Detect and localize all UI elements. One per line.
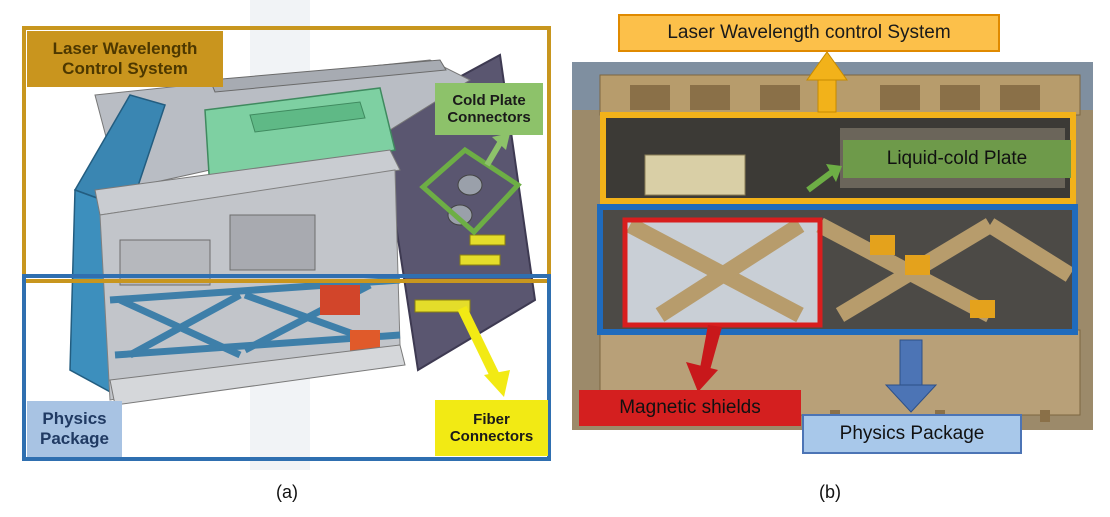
cold-plate-arrow-head xyxy=(492,133,510,150)
physics-package-label-b: Physics Package xyxy=(802,414,1022,454)
laser-arrow-head xyxy=(806,51,848,81)
top-rail xyxy=(209,59,447,93)
cold-plate-label-line2: Connectors xyxy=(447,109,531,126)
physics-package-frame-a xyxy=(22,274,551,461)
cold-plate-label-line1: Cold Plate xyxy=(452,91,526,109)
magnetic-shields-label: Magnetic shields xyxy=(579,390,801,426)
magnetic-shield-frame xyxy=(622,217,823,328)
kapton-tape xyxy=(870,235,995,318)
physics-package-frame-b xyxy=(597,204,1078,335)
cold-plate-highlight xyxy=(419,146,522,236)
liquid-arrow-line xyxy=(806,169,834,193)
electronics-box-2 xyxy=(119,239,211,286)
cold-plate-connector-hardware xyxy=(447,174,483,226)
magnetic-arrow-shaft xyxy=(700,325,722,370)
fiber-arrow-line xyxy=(457,305,502,383)
liquid-arrow-head xyxy=(826,164,842,182)
laser-control-frame-b xyxy=(600,112,1076,204)
fiber-connectors-label: Fiber Connectors xyxy=(435,400,548,456)
physics-arrow-head xyxy=(884,384,938,413)
cold-plate-label: Cold Plate Connectors xyxy=(435,83,543,135)
fiber-connector-hardware xyxy=(414,234,506,313)
liquid-cold-plate-label: Liquid-cold Plate xyxy=(843,140,1071,178)
electronics-box xyxy=(229,214,316,271)
caption-b: (b) xyxy=(819,482,841,502)
laser-control-label-b: Laser Wavelength control System xyxy=(618,14,1000,52)
physics-package-label-a-line2: Package xyxy=(40,429,109,448)
physics-arrow-shaft xyxy=(899,339,923,386)
caption-a: (a) xyxy=(276,482,298,502)
top-bracket-slots xyxy=(630,85,1040,110)
laser-arrow-shaft xyxy=(817,79,837,113)
cold-plate-arrow-line xyxy=(484,141,503,167)
green-board-block xyxy=(249,101,366,133)
front-rail xyxy=(94,149,401,216)
magnetic-arrow-head xyxy=(686,362,718,392)
physics-package-label-a: Physics Package xyxy=(27,401,122,457)
laser-control-label-a-line2: Control System xyxy=(62,59,188,78)
fiber-connectors-label-line1: Fiber xyxy=(473,410,510,428)
laser-control-label-a-line1: Laser Wavelength xyxy=(52,39,198,59)
laser-control-label-a: Laser Wavelength Control System xyxy=(27,31,223,87)
fiber-connectors-label-line2: Connectors xyxy=(449,428,534,445)
red-component xyxy=(320,285,360,315)
cad-model xyxy=(69,53,537,406)
laser-control-frame-a xyxy=(22,26,551,283)
fiber-arrow-head xyxy=(484,370,510,397)
orange-component xyxy=(350,330,380,352)
physics-package-label-a-line1: Physics xyxy=(42,409,107,429)
electronics-module xyxy=(644,154,746,196)
bottom-rail xyxy=(109,344,406,406)
